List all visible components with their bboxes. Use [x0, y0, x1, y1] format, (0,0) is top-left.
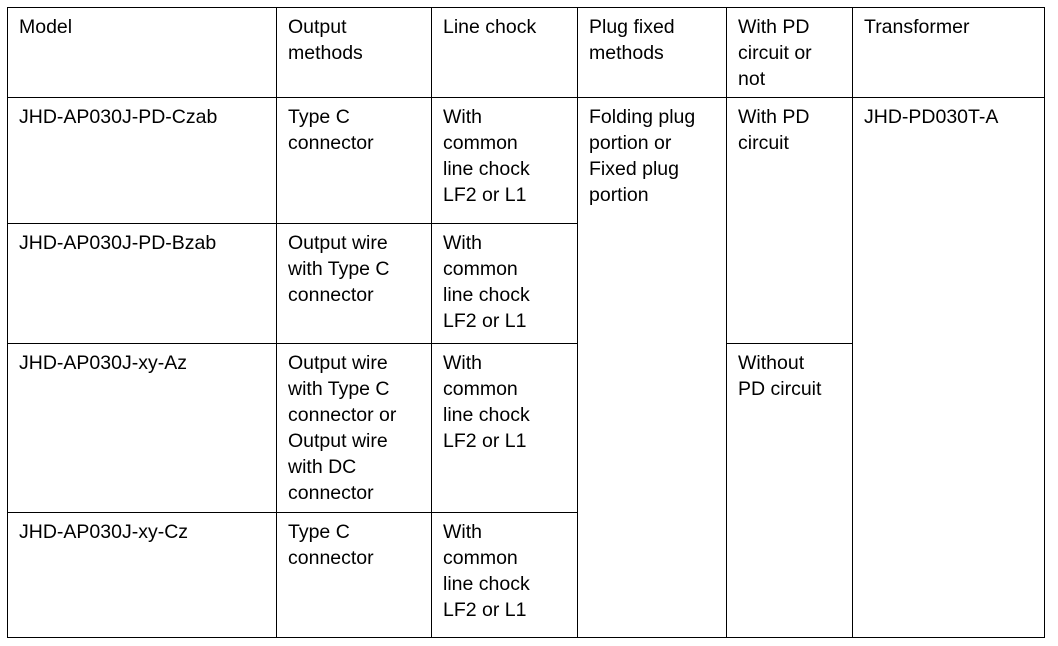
column-header-line-chock-label: Line chock [443, 16, 537, 38]
cell-line-chock-value: With common line chock LF2 or L1 [443, 521, 530, 621]
cell-pd-circuit-with-merged: With PD circuit [726, 97, 853, 344]
column-header-output-methods: Output methods [276, 7, 432, 98]
cell-model-value: JHD-AP030J-PD-Bzab [19, 232, 217, 254]
cell-line-chock: With common line chock LF2 or L1 [431, 223, 578, 344]
cell-model-value: JHD-AP030J-xy-Az [19, 352, 187, 374]
column-header-pd-circuit-label: With PD circuit or not [738, 16, 812, 90]
column-header-transformer: Transformer [852, 7, 1045, 98]
model-specification-table: Model Output methods Line chock Plug fix… [7, 7, 1045, 638]
cell-output-methods-value: Type C connector [288, 521, 374, 569]
column-header-plug-fixed-methods-label: Plug fixed methods [589, 16, 675, 64]
table-header-row: Model Output methods Line chock Plug fix… [7, 7, 1045, 98]
column-header-transformer-label: Transformer [864, 16, 970, 38]
cell-transformer-value: JHD-PD030T-A [864, 106, 999, 128]
column-header-pd-circuit: With PD circuit or not [726, 7, 853, 98]
cell-model-value: JHD-AP030J-xy-Cz [19, 521, 189, 543]
cell-model: JHD-AP030J-PD-Bzab [7, 223, 277, 344]
column-header-model: Model [7, 7, 277, 98]
cell-output-methods: Type C connector [276, 97, 432, 224]
cell-transformer-merged: JHD-PD030T-A [852, 97, 1045, 638]
cell-output-methods: Output wire with Type C connector [276, 223, 432, 344]
cell-line-chock-value: With common line chock LF2 or L1 [443, 106, 530, 206]
cell-output-methods-value: Type C connector [288, 106, 374, 154]
column-header-model-label: Model [19, 16, 73, 38]
cell-line-chock: With common line chock LF2 or L1 [431, 97, 578, 224]
column-header-line-chock: Line chock [431, 7, 578, 98]
cell-pd-circuit-with-value: With PD circuit [738, 106, 810, 154]
cell-output-methods-value: Output wire with Type C connector [288, 232, 390, 306]
table-row: JHD-AP030J-PD-Bzab Output wire with Type… [7, 223, 1045, 344]
cell-output-methods: Type C connector [276, 512, 432, 638]
cell-model: JHD-AP030J-xy-Cz [7, 512, 277, 638]
cell-output-methods-value: Output wire with Type C connector or Out… [288, 352, 397, 504]
cell-plug-fixed-methods-merged: Folding plug portion or Fixed plug porti… [577, 97, 727, 638]
cell-pd-circuit-without-value: Without PD circuit [738, 352, 822, 400]
cell-output-methods: Output wire with Type C connector or Out… [276, 343, 432, 513]
cell-model-value: JHD-AP030J-PD-Czab [19, 106, 218, 128]
cell-line-chock-value: With common line chock LF2 or L1 [443, 232, 530, 332]
table-row: JHD-AP030J-xy-Az Output wire with Type C… [7, 343, 1045, 638]
cell-model: JHD-AP030J-PD-Czab [7, 97, 277, 224]
column-header-plug-fixed-methods: Plug fixed methods [577, 7, 727, 98]
cell-model: JHD-AP030J-xy-Az [7, 343, 277, 513]
cell-pd-circuit-without-merged: Without PD circuit [726, 343, 853, 638]
table-row: JHD-AP030J-PD-Czab Type C connector With… [7, 97, 1045, 638]
cell-plug-fixed-methods-value: Folding plug portion or Fixed plug porti… [589, 106, 696, 206]
table-row: JHD-AP030J-xy-Cz Type C connector With c… [7, 512, 1045, 638]
cell-line-chock-value: With common line chock LF2 or L1 [443, 352, 530, 452]
cell-line-chock: With common line chock LF2 or L1 [431, 343, 578, 513]
cell-line-chock: With common line chock LF2 or L1 [431, 512, 578, 638]
column-header-output-methods-label: Output methods [288, 16, 363, 64]
